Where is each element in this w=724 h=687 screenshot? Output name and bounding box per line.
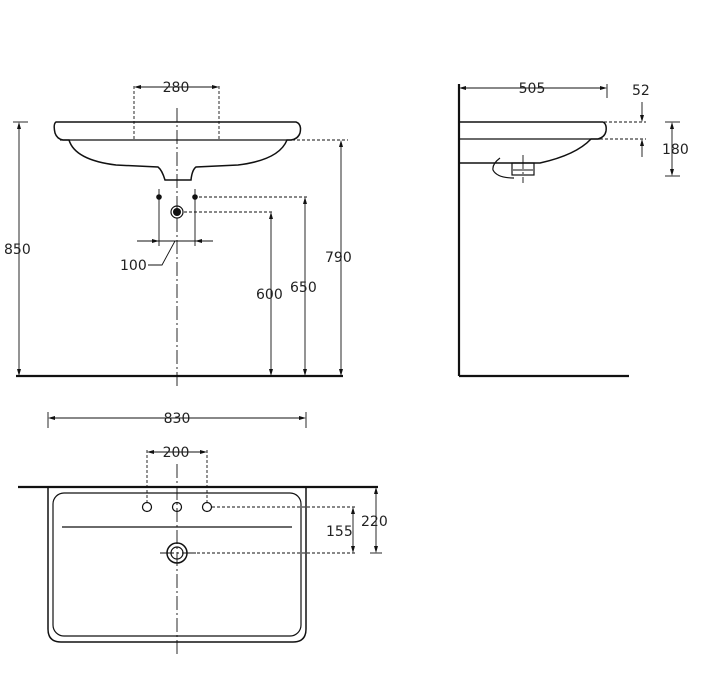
dim-side-bowl-height: 180 (662, 142, 689, 158)
side-view: 505 52 180 (457, 81, 689, 378)
waste-outlet-inner (173, 208, 181, 216)
front-view: 280 850 790 650 600 100 (4, 80, 352, 387)
dim-supply-spacing: 100 (120, 258, 147, 274)
dim-tap-offset: 220 (361, 514, 388, 530)
dim-waste-offset: 155 (326, 524, 353, 540)
dim-side-depth: 505 (519, 81, 546, 97)
tap-hole-left (141, 501, 153, 513)
dim-rim-height: 790 (325, 250, 352, 266)
dim-tap-spacing-front: 280 (163, 80, 190, 96)
side-basin-outline (459, 121, 607, 164)
top-view: 830 200 155 220 (18, 411, 388, 655)
front-basin-outline (53, 121, 302, 181)
dim-tap-spacing-top: 200 (163, 445, 190, 461)
dim-total-height: 850 (4, 242, 31, 258)
dim-rim-thickness: 52 (632, 83, 650, 99)
side-trap-curve (492, 157, 515, 179)
dim-overall-width: 830 (164, 411, 191, 427)
waste-outlet-outer (170, 205, 184, 219)
dim-supply-height: 650 (290, 280, 317, 296)
dim-waste-height: 600 (256, 287, 283, 303)
tap-hole-right (201, 501, 213, 513)
